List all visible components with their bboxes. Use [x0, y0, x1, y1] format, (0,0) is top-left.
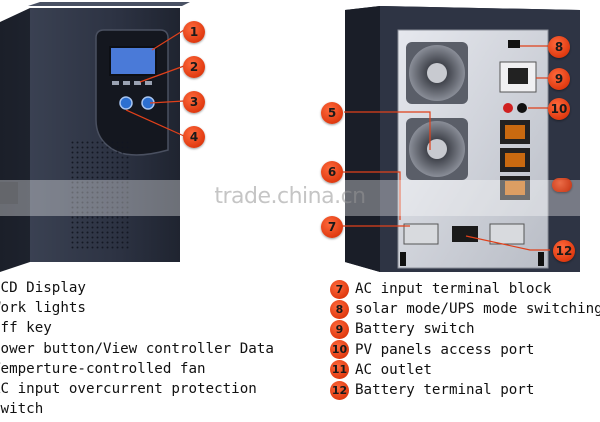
- leader-lines: [125, 29, 550, 251]
- legend-item-12: 12 Battery terminal port: [330, 380, 600, 400]
- legend-item-4: Power button/View controller Data: [0, 340, 274, 357]
- callout-marker-4: 4: [183, 126, 205, 148]
- legend-item-11: 11 AC outlet: [330, 360, 600, 380]
- mode-switch: [508, 40, 520, 48]
- legend-item-3: Off key: [0, 320, 52, 337]
- legend-item-8: 8 solar mode/UPS mode switching: [330, 299, 600, 319]
- legend-text-10: PV panels access port: [355, 341, 535, 358]
- legend-item-1: LCD Display: [0, 280, 86, 296]
- ac-outlets: [500, 120, 530, 200]
- work-lights: [112, 81, 152, 85]
- legend-item-10: 10 PV panels access port: [330, 340, 600, 360]
- vent-grille: [70, 140, 130, 250]
- legend-marker-12: 12: [330, 380, 349, 400]
- legend-right: 7 AC input terminal block 8 solar mode/U…: [330, 279, 600, 400]
- legend-item-7: 7 AC input terminal block: [330, 279, 600, 299]
- battery-terminal: [452, 226, 478, 242]
- watermark-text: trade.china.cn: [214, 184, 366, 209]
- legend-text-8: solar mode/UPS mode switching: [355, 301, 600, 318]
- callout-marker-9: 9: [548, 68, 570, 90]
- legend-text-12: Battery terminal port: [355, 382, 535, 399]
- legend-item-6-cont: switch: [0, 401, 44, 418]
- ac-input-terminal: [403, 223, 439, 245]
- legend-marker-7: 7: [330, 279, 349, 299]
- callout-marker-10: 10: [548, 98, 570, 120]
- legend-marker-10: 10: [330, 340, 349, 360]
- watermark-band: [0, 180, 600, 216]
- legend-text-9: Battery switch: [355, 321, 475, 338]
- lcd-display: [109, 46, 157, 76]
- pv-terminal-positive: [503, 103, 513, 113]
- callout-marker-8: 8: [548, 36, 570, 58]
- legend-item-5: Temperture-controlled fan: [0, 360, 206, 377]
- callout-marker-partial: [552, 178, 572, 192]
- callout-marker-3: 3: [183, 91, 205, 113]
- legend-item-9: 9 Battery switch: [330, 319, 600, 339]
- callout-marker-7: 7: [321, 216, 343, 238]
- callout-marker-1: 1: [183, 21, 205, 43]
- legend-marker-8: 8: [330, 299, 349, 319]
- front-unit: [0, 2, 190, 272]
- off-key: [119, 96, 133, 110]
- legend-item-2: Work lights: [0, 300, 86, 317]
- cooling-fans: [406, 42, 468, 180]
- callout-marker-6: 6: [321, 161, 343, 183]
- pv-terminal-negative: [517, 103, 527, 113]
- legend-item-6: AC input overcurrent protection: [0, 380, 257, 397]
- legend-text-7: AC input terminal block: [355, 281, 552, 298]
- rear-unit: [345, 6, 580, 272]
- legend-left: LCD Display Work lights Off key Power bu…: [0, 278, 310, 419]
- legend-text-11: AC outlet: [355, 361, 432, 378]
- callout-marker-2: 2: [183, 56, 205, 78]
- legend-marker-9: 9: [330, 319, 349, 339]
- callout-marker-12: 12: [553, 240, 575, 262]
- legend-marker-11: 11: [330, 360, 349, 380]
- callout-marker-5: 5: [321, 102, 343, 124]
